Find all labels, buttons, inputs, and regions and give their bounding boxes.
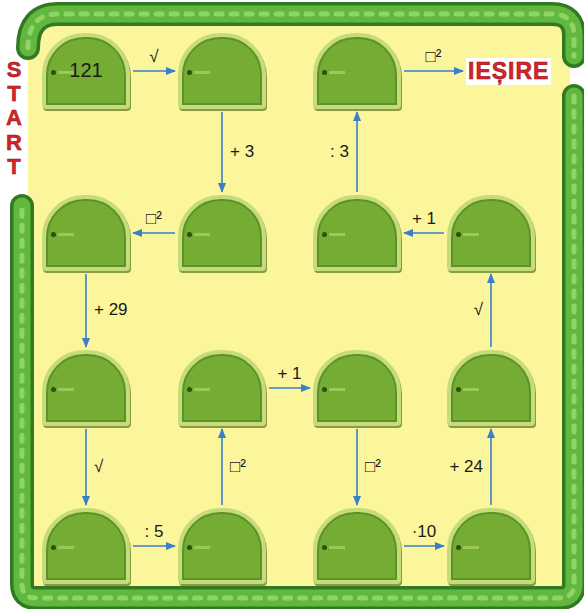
operation-label: □² xyxy=(424,48,444,67)
path-arrow xyxy=(85,274,87,347)
door-number: 121 xyxy=(69,59,102,82)
operation-label: √ xyxy=(92,458,105,477)
maze-door xyxy=(42,350,130,426)
path-arrow xyxy=(356,429,358,505)
door-hinge xyxy=(329,388,345,391)
door-hinge xyxy=(329,546,345,549)
maze-door xyxy=(313,33,401,109)
maze-door xyxy=(178,195,266,271)
operation-label: + 24 xyxy=(447,458,485,477)
operation-label: + 29 xyxy=(92,301,130,320)
maze-door xyxy=(447,195,535,271)
hedge xyxy=(22,14,574,598)
door-hinge xyxy=(194,546,210,549)
maze-door xyxy=(178,350,266,426)
door-hinge xyxy=(463,233,479,236)
maze-door xyxy=(313,508,401,584)
maze-door xyxy=(313,195,401,271)
door-knob xyxy=(187,232,192,237)
maze-door xyxy=(178,33,266,109)
door-knob xyxy=(51,232,56,237)
door-knob xyxy=(51,70,56,75)
door-knob xyxy=(51,545,56,550)
maze-door: 121 xyxy=(42,33,130,109)
operation-label: + 1 xyxy=(410,210,438,229)
maze-door xyxy=(178,508,266,584)
door-hinge xyxy=(58,388,74,391)
door-knob xyxy=(456,545,461,550)
maze-door xyxy=(447,508,535,584)
door-knob xyxy=(187,545,192,550)
door-hinge xyxy=(58,546,74,549)
start-label: START xyxy=(3,58,25,179)
door-knob xyxy=(322,70,327,75)
door-hinge xyxy=(194,233,210,236)
exit-text: IEȘIRE xyxy=(468,58,549,85)
maze-door xyxy=(447,350,535,426)
path-arrow xyxy=(404,70,463,72)
maze-door xyxy=(42,508,130,584)
operation-label: + 1 xyxy=(275,365,303,384)
maze-door xyxy=(42,195,130,271)
door-hinge xyxy=(463,388,479,391)
door-knob xyxy=(187,387,192,392)
path-arrow xyxy=(221,112,223,192)
door-hinge xyxy=(194,71,210,74)
path-arrow xyxy=(269,387,310,389)
door-knob xyxy=(187,70,192,75)
door-hinge xyxy=(194,388,210,391)
maze-floor xyxy=(28,24,570,590)
path-arrow xyxy=(356,112,358,192)
door-hinge xyxy=(329,71,345,74)
operation-label: + 3 xyxy=(228,143,256,162)
operation-label: : 3 xyxy=(328,143,351,162)
door-knob xyxy=(456,232,461,237)
path-arrow xyxy=(133,70,175,72)
path-arrow xyxy=(490,429,492,505)
operation-label: ·10 xyxy=(410,523,439,542)
path-arrow xyxy=(221,429,223,505)
exit-label: IEȘIRE xyxy=(466,58,551,85)
operation-label: √ xyxy=(147,48,160,67)
door-knob xyxy=(456,387,461,392)
operation-label: : 5 xyxy=(143,523,166,542)
door-knob xyxy=(322,545,327,550)
maze-door xyxy=(313,350,401,426)
path-arrow xyxy=(490,274,492,347)
door-knob xyxy=(322,387,327,392)
path-arrow xyxy=(404,232,444,234)
path-arrow xyxy=(133,232,175,234)
operation-label: □² xyxy=(228,458,248,477)
door-knob xyxy=(51,387,56,392)
door-hinge xyxy=(463,546,479,549)
operation-label: □² xyxy=(363,458,383,477)
path-arrow xyxy=(404,545,444,547)
door-hinge xyxy=(58,233,74,236)
path-arrow xyxy=(133,545,175,547)
door-knob xyxy=(322,232,327,237)
path-arrow xyxy=(85,429,87,505)
operation-label: □² xyxy=(144,210,164,229)
door-hinge xyxy=(329,233,345,236)
operation-label: √ xyxy=(472,301,485,320)
